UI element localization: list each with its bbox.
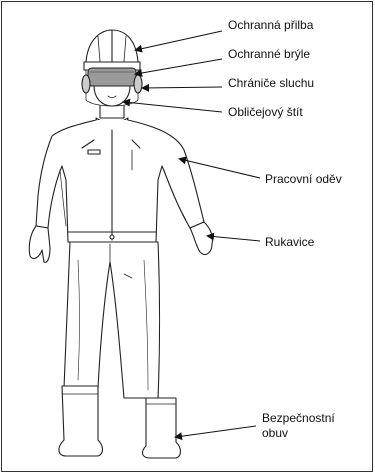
left-boot-shape [59,386,103,456]
goggles-shape [88,68,136,86]
label-safety-shoes-line2: obuv [262,426,288,440]
ear-protector-shape [82,75,90,93]
label-face-shield: Obličejový štít [228,105,303,119]
label-safety-shoes-line1: Bezpečnostní [262,411,335,425]
gloves-leader [208,236,260,241]
shoes-leader [176,426,256,437]
label-gloves: Rukavice [265,235,314,249]
label-goggles: Ochranné brýle [228,47,310,61]
face-shield-leader [124,102,222,112]
label-work-clothes: Pracovní oděv [265,172,342,186]
right-boot-shape [143,398,181,458]
helmet-leader [136,31,222,50]
label-ear-protection: Chrániče sluchu [228,76,314,90]
right-glove-shape [190,222,213,254]
ear-leader [143,87,222,88]
left-glove-shape [29,226,50,262]
label-helmet: Ochranná přilba [228,18,313,32]
goggles-leader [136,59,222,74]
